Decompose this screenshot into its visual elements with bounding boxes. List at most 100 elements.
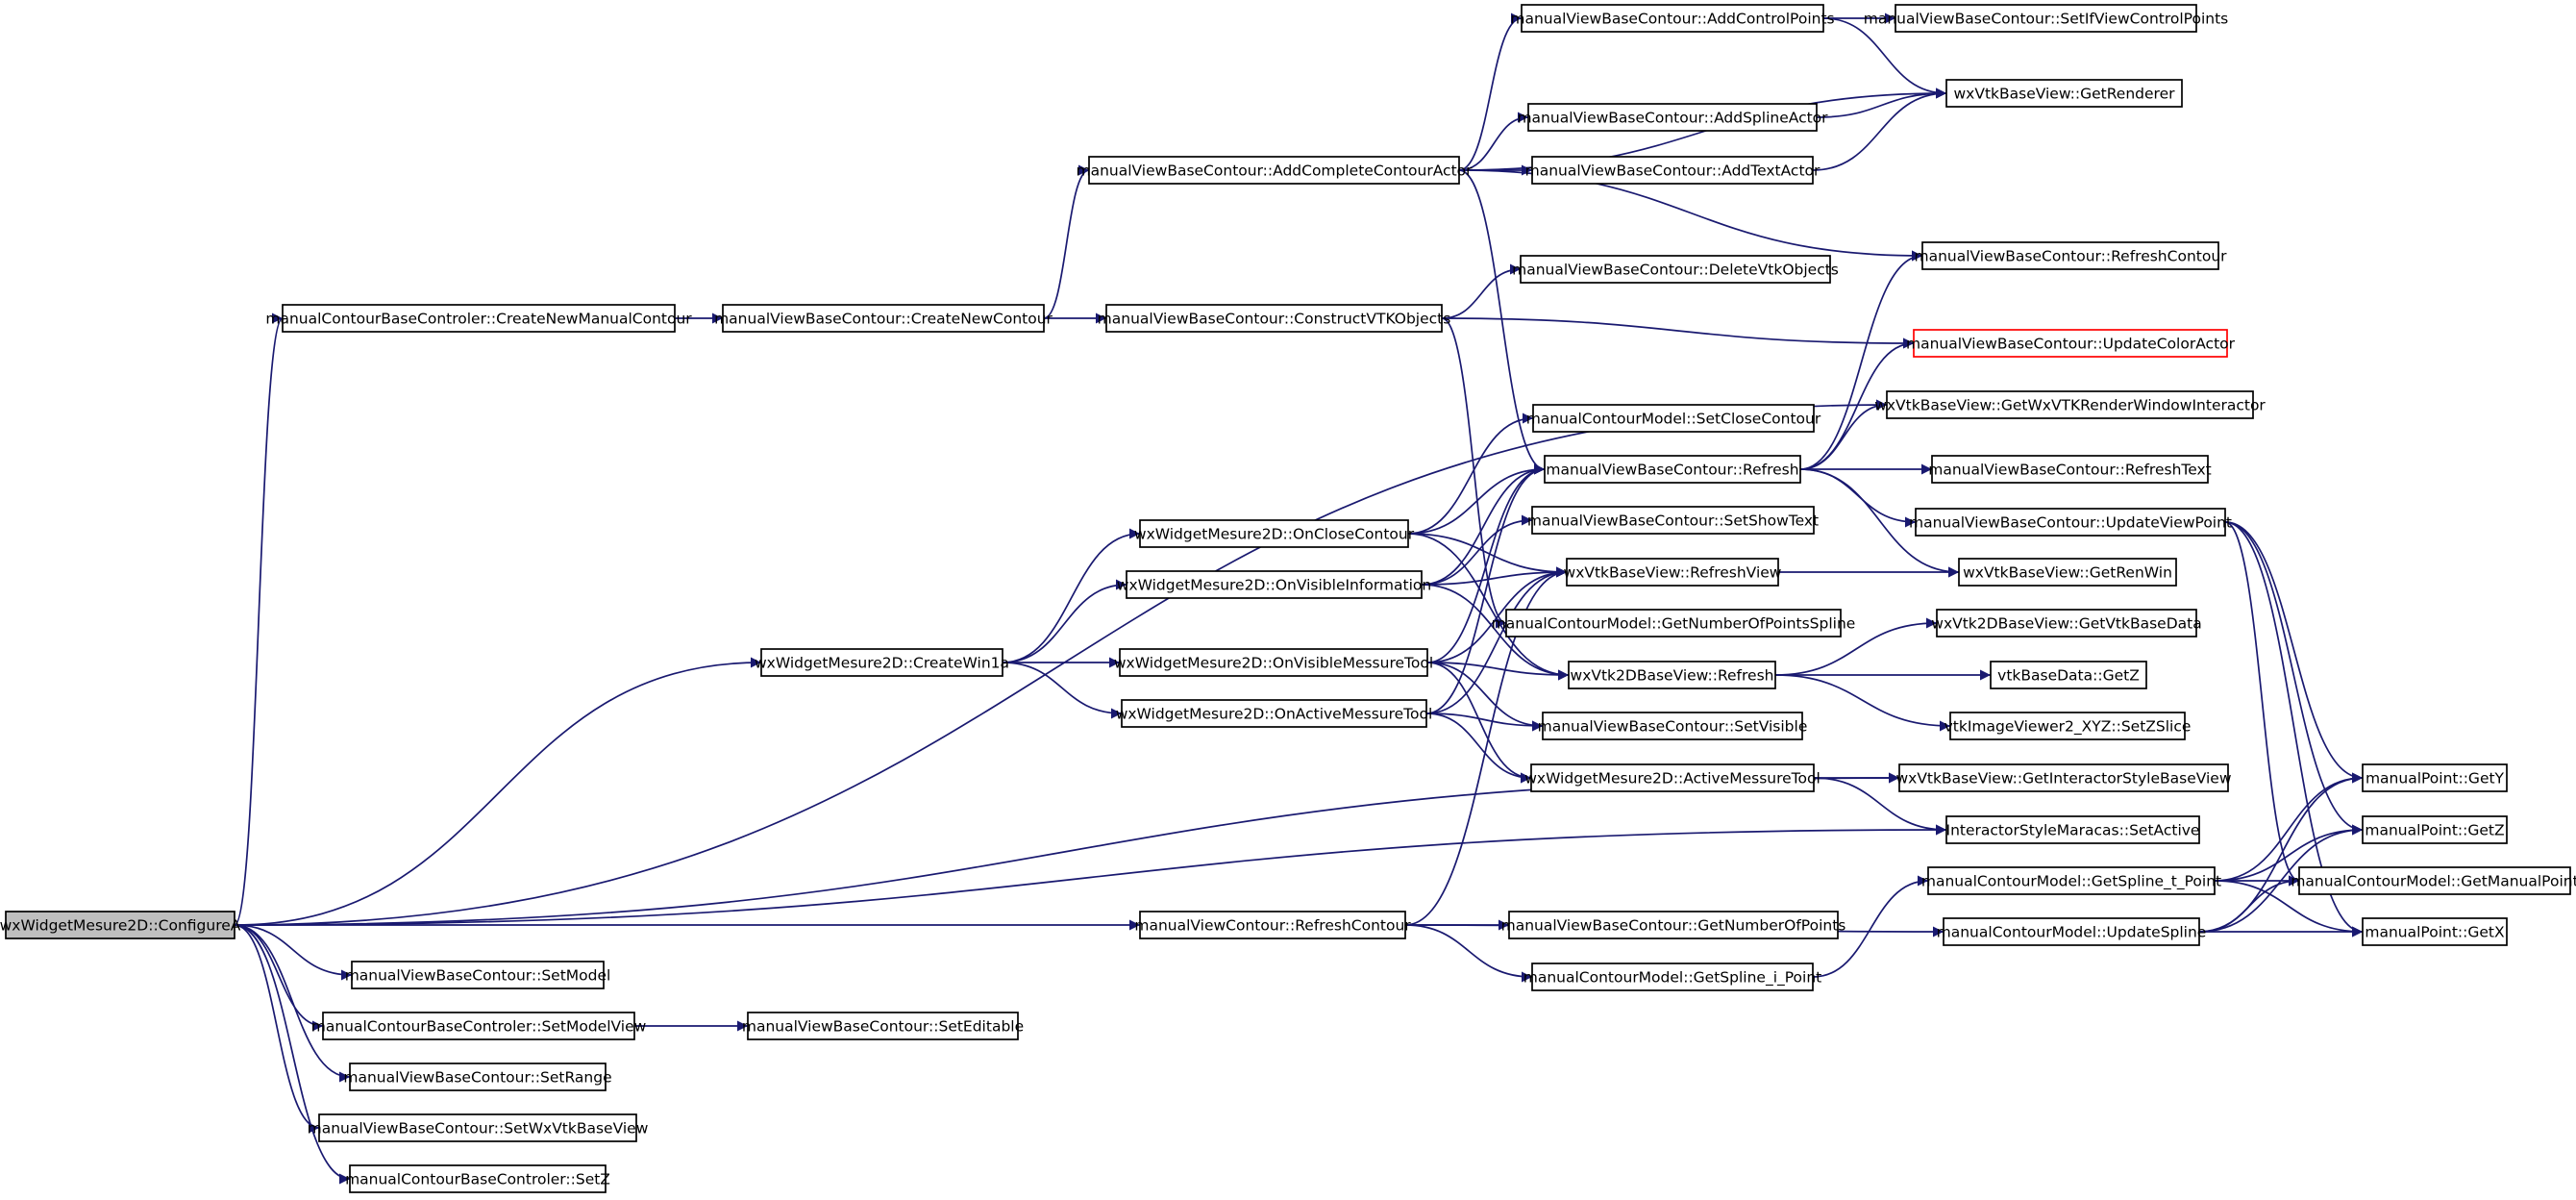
node-label: manualViewBaseContour::AddControlPoints bbox=[1510, 11, 1834, 28]
node-box bbox=[1508, 911, 1839, 939]
call-edge bbox=[1813, 777, 1947, 836]
node-vtk2-d-refresh[interactable]: wxVtk2DBaseView::Refresh bbox=[1568, 661, 1776, 689]
node-set-visible[interactable]: manualViewBaseContour::SetVisible bbox=[1538, 712, 1808, 740]
call-edge bbox=[234, 924, 351, 1083]
node-set-editable[interactable]: manualViewBaseContour::SetEditable bbox=[742, 1012, 1024, 1040]
node-box bbox=[1913, 329, 2228, 358]
node-box bbox=[1990, 661, 2147, 689]
node-get-y[interactable]: manualPoint::GetY bbox=[2362, 763, 2508, 792]
node-box bbox=[1927, 866, 2216, 895]
node-box bbox=[1568, 661, 1776, 689]
node-add-control-points[interactable]: manualViewBaseContour::AddControlPoints bbox=[1510, 4, 1835, 33]
node-create-win1a[interactable]: wxWidgetMesure2D::CreateWin1a bbox=[755, 648, 1009, 677]
node-set-active[interactable]: InteractorStyleMaracas::SetActive bbox=[1945, 815, 2200, 844]
node-get-z-data[interactable]: vtkBaseData::GetZ bbox=[1990, 661, 2147, 689]
node-label: manualContourBaseControler::SetModelView bbox=[311, 1018, 647, 1036]
node-box bbox=[1126, 570, 1423, 599]
call-edge bbox=[1458, 112, 1529, 171]
node-label: manualViewBaseContour::SetIfViewControlP… bbox=[1864, 11, 2229, 28]
node-label: wxWidgetMesure2D::OnCloseContour bbox=[1134, 526, 1415, 543]
node-label: wxVtkBaseView::RefreshView bbox=[1564, 564, 1782, 582]
node-box bbox=[1119, 648, 1428, 677]
call-edge bbox=[1441, 317, 1915, 349]
node-on-active-messure-tool[interactable]: wxWidgetMesure2D::OnActiveMessureTool bbox=[1116, 699, 1433, 728]
node-get-vtk-base-data[interactable]: wxVtk2DBaseView::GetVtkBaseData bbox=[1931, 609, 2202, 638]
node-label: wxWidgetMesure2D::CreateWin1a bbox=[755, 655, 1009, 672]
node-on-close-contour[interactable]: wxWidgetMesure2D::OnCloseContour bbox=[1134, 519, 1415, 548]
node-box bbox=[2362, 917, 2508, 946]
node-get-number-of-points[interactable]: manualViewBaseContour::GetNumberOfPoints bbox=[1501, 911, 1846, 939]
node-label: manualViewBaseContour::RefreshContour bbox=[1914, 248, 2227, 265]
node-on-visible-messure-tool[interactable]: wxWidgetMesure2D::OnVisibleMessureTool bbox=[1114, 648, 1433, 677]
node-set-show-text[interactable]: manualViewBaseContour::SetShowText bbox=[1527, 506, 1819, 535]
node-box bbox=[1531, 506, 1815, 535]
call-edge bbox=[1407, 533, 1570, 681]
node-set-model[interactable]: manualViewBaseContour::SetModel bbox=[345, 961, 611, 989]
node-label: wxVtkBaseView::GetRenderer bbox=[1953, 86, 2175, 103]
call-edge bbox=[2214, 772, 2364, 882]
node-construct-v-t-k-objects[interactable]: manualViewBaseContour::ConstructVTKObjec… bbox=[1098, 304, 1451, 333]
node-label: manualContourModel::GetSpline_t_Point bbox=[1921, 873, 2221, 891]
node-get-number-of-points-spline[interactable]: manualContourModel::GetNumberOfPointsSpl… bbox=[1492, 609, 1856, 638]
node-get-interactor-style-base-view[interactable]: wxVtkBaseView::GetInteractorStyleBaseVie… bbox=[1895, 763, 2232, 792]
node-box bbox=[1949, 712, 2186, 740]
node-label: manualContourBaseControler::CreateNewMan… bbox=[265, 311, 692, 328]
node-label: manualPoint::GetZ bbox=[2365, 822, 2504, 839]
node-get-spline-t[interactable]: manualContourModel::GetSpline_t_Point bbox=[1921, 866, 2221, 895]
node-get-renderer[interactable]: wxVtkBaseView::GetRenderer bbox=[1945, 79, 2183, 108]
node-set-model-view[interactable]: manualContourBaseControler::SetModelView bbox=[311, 1012, 647, 1040]
node-refresh[interactable]: manualViewBaseContour::Refresh bbox=[1544, 455, 1801, 484]
node-refresh-contour-base[interactable]: manualViewBaseContour::RefreshContour bbox=[1914, 241, 2227, 270]
node-add-spline-actor[interactable]: manualViewBaseContour::AddSplineActor bbox=[1517, 103, 1828, 132]
node-label: manualContourModel::GetNumberOfPointsSpl… bbox=[1492, 615, 1856, 633]
call-edge bbox=[234, 312, 284, 926]
node-refresh-text[interactable]: manualViewBaseContour::RefreshText bbox=[1928, 455, 2212, 484]
call-edge bbox=[234, 924, 353, 981]
node-label: wxVtk2DBaseView::Refresh bbox=[1571, 667, 1774, 685]
node-box bbox=[1958, 558, 2177, 587]
node-label: manualViewBaseContour::SetShowText bbox=[1527, 512, 1819, 530]
call-edge bbox=[234, 657, 762, 926]
node-box bbox=[1088, 156, 1460, 185]
node-get-wx-v-t-k-render-window-interactor[interactable]: wxVtkBaseView::GetWxVTKRenderWindowInter… bbox=[1874, 390, 2266, 419]
node-get-ren-win[interactable]: wxVtkBaseView::GetRenWin bbox=[1958, 558, 2177, 587]
node-get-z-point[interactable]: manualPoint::GetZ bbox=[2362, 815, 2508, 844]
node-label: manualViewBaseContour::CreateNewContour bbox=[714, 311, 1053, 328]
node-get-spline-i[interactable]: manualContourModel::GetSpline_i_Point bbox=[1523, 962, 1821, 991]
node-refresh-contour-view[interactable]: manualViewContour::RefreshContour bbox=[1134, 911, 1411, 939]
node-set-if-view-control-points[interactable]: manualViewBaseContour::SetIfViewControlP… bbox=[1864, 4, 2229, 33]
node-refresh-view[interactable]: wxVtkBaseView::RefreshView bbox=[1564, 558, 1782, 587]
node-add-text-actor[interactable]: manualViewBaseContour::AddTextActor bbox=[1525, 156, 1821, 185]
call-edge bbox=[1816, 88, 1947, 118]
node-label: manualViewBaseContour::GetNumberOfPoints bbox=[1501, 917, 1846, 935]
node-label: wxWidgetMesure2D::OnVisibleInformation bbox=[1117, 577, 1431, 594]
call-edge bbox=[234, 924, 351, 1185]
node-label: wxVtkBaseView::GetInteractorStyleBaseVie… bbox=[1895, 770, 2231, 788]
node-set-z-slice[interactable]: vtkImageViewer2_XYZ::SetZSlice bbox=[1944, 712, 2192, 740]
node-get-x[interactable]: manualPoint::GetX bbox=[2362, 917, 2508, 946]
node-set-z[interactable]: manualContourBaseControler::SetZ bbox=[345, 1164, 610, 1193]
node-create-new-contour[interactable]: manualViewBaseContour::CreateNewContour bbox=[714, 304, 1053, 333]
node-update-view-point[interactable]: manualViewBaseContour::UpdateViewPoint bbox=[1909, 508, 2232, 537]
node-update-color-actor[interactable]: manualViewBaseContour::UpdateColorActor bbox=[1906, 329, 2236, 358]
node-delete-vtk-objects[interactable]: manualViewBaseContour::DeleteVtkObjects bbox=[1512, 255, 1839, 284]
call-edge bbox=[1407, 463, 1546, 535]
node-add-complete-contour-actor[interactable]: manualViewBaseContour::AddCompleteContou… bbox=[1076, 156, 1473, 185]
node-set-close-contour[interactable]: manualContourModel::SetCloseContour bbox=[1526, 404, 1821, 433]
node-create-new-manual-contour[interactable]: manualContourBaseControler::CreateNewMan… bbox=[265, 304, 692, 333]
node-set-range[interactable]: manualViewBaseContour::SetRange bbox=[343, 1062, 612, 1091]
node-configure-a[interactable]: wxWidgetMesure2D::ConfigureA bbox=[0, 911, 241, 939]
node-box bbox=[1531, 156, 1814, 185]
call-edge bbox=[1426, 662, 1544, 732]
node-box bbox=[349, 1062, 607, 1091]
node-set-wx-vtk-base-view[interactable]: manualViewBaseContour::SetWxVtkBaseView bbox=[308, 1113, 649, 1142]
node-box bbox=[1915, 508, 2226, 537]
node-update-spline[interactable]: manualContourModel::UpdateSpline bbox=[1937, 917, 2207, 946]
node-box bbox=[1886, 390, 2254, 419]
call-edge bbox=[2198, 772, 2364, 933]
node-get-manual-point[interactable]: manualContourModel::GetManualPoint bbox=[2291, 866, 2576, 895]
call-edge bbox=[1421, 584, 1570, 681]
node-on-visible-information[interactable]: wxWidgetMesure2D::OnVisibleInformation bbox=[1117, 570, 1431, 599]
node-active-messure-tool[interactable]: wxWidgetMesure2D::ActiveMessureTool bbox=[1524, 763, 1821, 792]
